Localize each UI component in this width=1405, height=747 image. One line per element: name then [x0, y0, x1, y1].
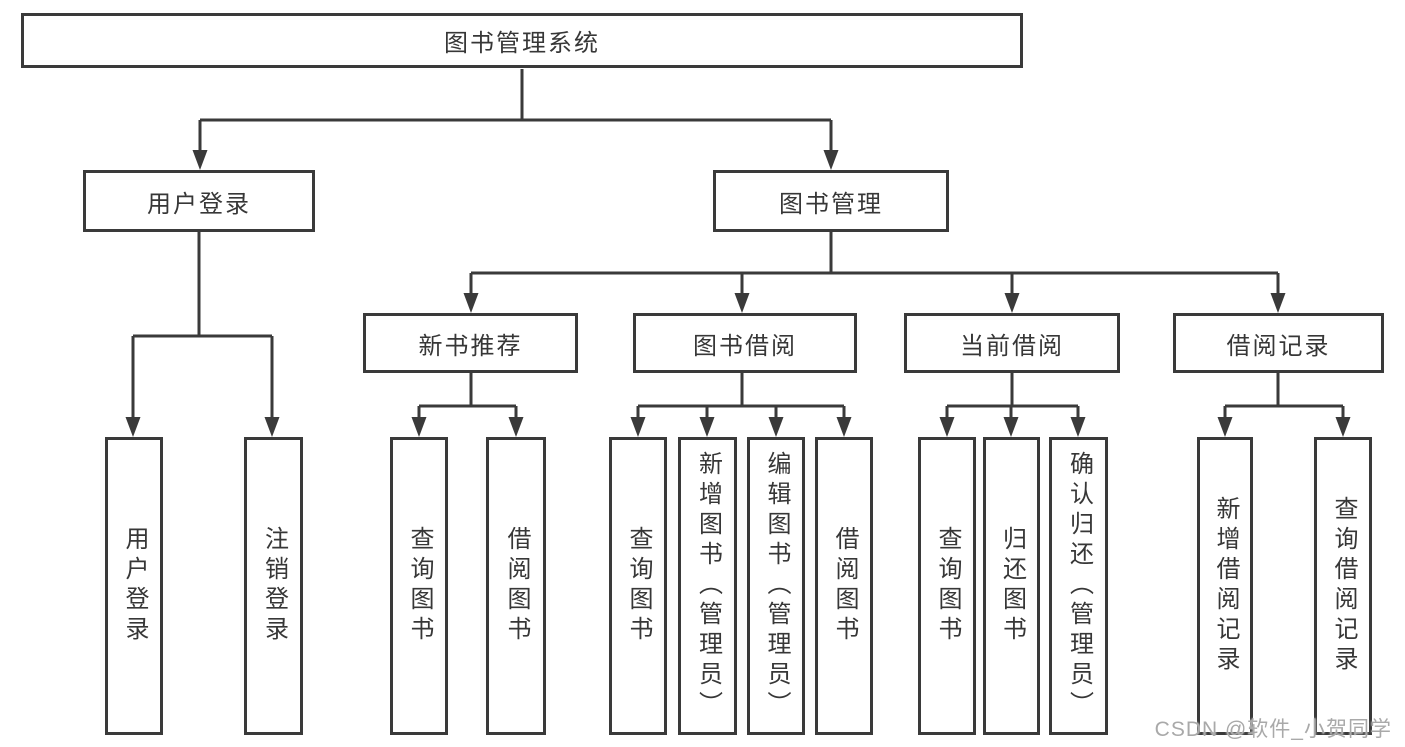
connector-book-borrow-branch: [636, 372, 846, 419]
node-new-book-recommend-label: 新书推荐: [418, 332, 523, 360]
leaf-borrow-books-recommend: 借阅图书: [486, 437, 546, 735]
leaf-logout: 注销登录: [244, 437, 303, 735]
csdn-watermark: CSDN @软件_小贺同学: [1154, 718, 1392, 741]
node-library-system-label: 图书管理系统: [444, 30, 600, 57]
leaf-query-books-borrow: 查询图书: [609, 437, 667, 735]
node-user-login-label: 用户登录: [147, 190, 251, 218]
node-book-borrow: 图书借阅: [633, 313, 857, 373]
leaf-add-borrow-record: 新增借阅记录: [1197, 437, 1253, 735]
leaf-borrow-books-label: 借阅图书: [831, 526, 858, 646]
node-borrow-records: 借阅记录: [1173, 313, 1384, 373]
leaf-borrow-books-recommend-label: 借阅图书: [503, 526, 530, 646]
node-current-borrow: 当前借阅: [904, 313, 1120, 373]
leaf-user-login-label: 用户登录: [121, 526, 148, 646]
arrowheads: [125, 150, 1351, 437]
leaf-borrow-books: 借阅图书: [815, 437, 873, 735]
leaf-user-login: 用户登录: [105, 437, 163, 735]
leaf-query-books-current-label: 查询图书: [934, 526, 961, 646]
leaf-return-books: 归还图书: [983, 437, 1040, 735]
leaf-query-borrow-record: 查询借阅记录: [1314, 437, 1372, 735]
leaf-add-books-admin: 新增图书（管理员）: [678, 437, 737, 735]
leaf-confirm-return-admin-label: 确认归还（管理员）: [1065, 451, 1093, 721]
leaf-edit-books-admin: 编辑图书（管理员）: [747, 437, 805, 735]
connector-new-book-branch: [417, 372, 518, 419]
leaf-confirm-return-admin: 确认归还（管理员）: [1049, 437, 1108, 735]
connector-user-login-branch: [131, 231, 274, 419]
node-new-book-recommend: 新书推荐: [363, 313, 578, 373]
leaf-return-books-label: 归还图书: [998, 526, 1026, 646]
connector-root-to-level2: [198, 69, 833, 152]
leaf-add-books-admin-label: 新增图书（管理员）: [694, 451, 722, 721]
leaf-query-books-borrow-label: 查询图书: [625, 526, 652, 646]
leaf-query-books-recommend: 查询图书: [390, 437, 448, 735]
node-current-borrow-label: 当前借阅: [960, 332, 1064, 360]
leaf-logout-label: 注销登录: [260, 526, 288, 646]
node-user-login: 用户登录: [83, 170, 315, 232]
node-library-system: 图书管理系统: [21, 13, 1023, 68]
leaf-query-books-current: 查询图书: [918, 437, 976, 735]
node-book-management: 图书管理: [713, 170, 949, 232]
node-borrow-records-label: 借阅记录: [1226, 332, 1331, 360]
connector-current-borrow-branch: [945, 372, 1080, 419]
leaf-query-books-recommend-label: 查询图书: [406, 526, 433, 646]
leaf-query-borrow-record-label: 查询借阅记录: [1330, 496, 1357, 676]
connector-book-management-branch: [469, 231, 1280, 295]
node-book-management-label: 图书管理: [779, 190, 883, 218]
leaf-add-borrow-record-label: 新增借阅记录: [1212, 496, 1239, 676]
connector-borrow-record-branch: [1223, 372, 1345, 419]
node-book-borrow-label: 图书借阅: [693, 332, 797, 360]
leaf-edit-books-admin-label: 编辑图书（管理员）: [763, 451, 790, 721]
